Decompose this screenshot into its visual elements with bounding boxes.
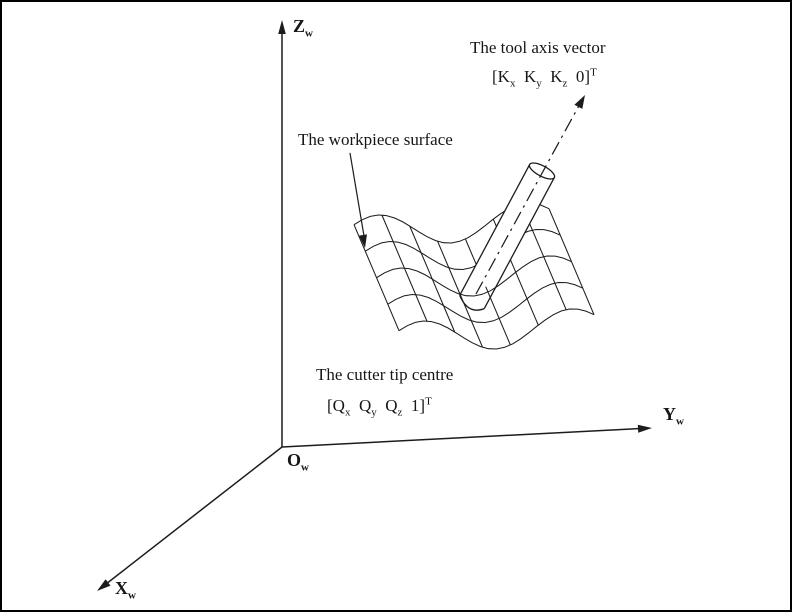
tool-axis-vector-label: The tool axis vector [470, 38, 606, 57]
tool-left-edge [459, 164, 531, 296]
mesh-line [437, 241, 459, 290]
origin-label: Ow [287, 449, 309, 474]
mesh-line [409, 225, 431, 274]
workpiece-surface-label: The workpiece surface [298, 130, 453, 149]
formula-segment: x [509, 77, 516, 90]
mesh-line [485, 286, 511, 346]
mesh-line [457, 288, 484, 348]
tool-axis-dashdot-line [475, 106, 580, 295]
y-axis-label: Yw [663, 403, 684, 428]
formula-segment: K [515, 67, 537, 86]
x-axis-label: Xw [115, 577, 136, 602]
formula-segment: [Q [327, 396, 345, 415]
cutter-tip-centre-label: The cutter tip centre [316, 365, 454, 384]
formula-segment: z [397, 406, 403, 419]
workpiece-surface-mesh-back [353, 202, 570, 290]
formula-segment: [K [492, 67, 510, 86]
x-axis-label-sub: w [128, 589, 136, 602]
mesh-line [353, 224, 375, 273]
workpiece-label-arrow [349, 152, 367, 248]
mesh-line [513, 266, 539, 326]
y-axis-arrowhead [637, 424, 652, 433]
x-axis-arrowhead [97, 579, 111, 591]
z-axis-label: Zw [293, 15, 313, 40]
mesh-line [540, 251, 567, 310]
formula-segment: K [541, 67, 563, 86]
z-axis-label-base: Z [293, 16, 306, 36]
workpiece-surface-mesh-front [373, 251, 595, 350]
x-axis-label-base: X [115, 578, 128, 598]
formula-segment: 1] [402, 396, 426, 415]
z-axis-label-sub: w [305, 27, 313, 40]
formula-segment: x [344, 406, 351, 419]
mesh-line [365, 228, 561, 271]
formula-segment: y [371, 406, 377, 419]
formula-segment: z [562, 77, 568, 90]
workpiece-arrow-line [349, 152, 365, 237]
origin-label-base: O [287, 450, 302, 470]
mesh-line [387, 281, 584, 324]
mesh-line [398, 308, 595, 350]
mesh-line [376, 255, 572, 297]
tool-axis-vector-arrow [475, 95, 585, 295]
formula-segment: y [536, 77, 542, 90]
tool-bottom-arc [459, 295, 485, 311]
formula-segment: T [425, 395, 432, 408]
cutter-tip-centre-formula: [Qx Qy Qz 1]T [327, 395, 432, 419]
mesh-line [373, 272, 400, 331]
workpiece-arrowhead [359, 234, 367, 248]
z-axis-arrowhead [278, 20, 286, 34]
formula-segment: T [590, 66, 597, 79]
mesh-line [548, 208, 570, 257]
mesh-line [568, 256, 595, 315]
tool-axis-vector-formula: [Kx Ky Kz 0]T [492, 66, 597, 90]
y-axis-label-sub: w [676, 415, 684, 428]
coordinate-axes [97, 20, 652, 591]
y-axis-label-base: Y [663, 404, 676, 424]
origin-label-sub: w [301, 461, 309, 474]
tool-axis-arrowhead [574, 95, 585, 109]
mesh-line [401, 262, 428, 322]
y-axis-line [281, 427, 640, 448]
mesh-line [429, 273, 456, 333]
formula-segment: Q [350, 396, 372, 415]
formula-segment: Q [376, 396, 398, 415]
formula-segment: 0] [567, 67, 591, 86]
x-axis-line [107, 446, 283, 584]
mesh-line [381, 214, 403, 263]
